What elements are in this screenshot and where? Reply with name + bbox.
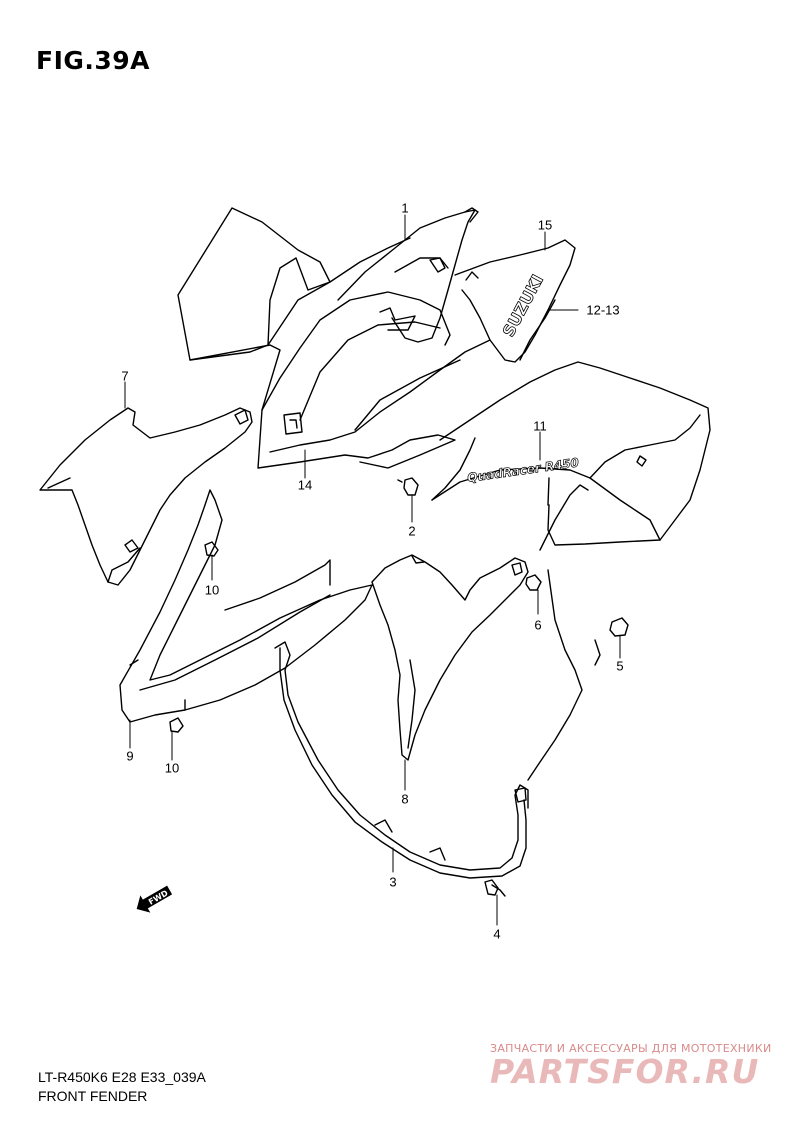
- callout-6: 6: [534, 617, 542, 633]
- part-9-mud-guard: [119, 489, 373, 723]
- callout-14: 14: [297, 477, 313, 493]
- figure-title: FIG.39A: [36, 46, 151, 75]
- part-1-front-cover: [337, 207, 479, 343]
- fwd-arrow-icon: FWD: [136, 885, 173, 913]
- callout-1: 1: [401, 200, 409, 216]
- callout-9: 9: [126, 748, 134, 764]
- callout-4: 4: [493, 926, 501, 942]
- bolt-4: [484, 879, 506, 897]
- callout-10-lower: 10: [164, 760, 180, 776]
- callout-3: 3: [389, 874, 397, 890]
- figure-code: LT-R450K6 E28 E33_039A: [38, 1069, 206, 1085]
- watermark-logo: PARTSFOR.RU: [490, 1052, 760, 1091]
- bolt-5: [609, 617, 629, 637]
- part-8-inner-panel: [371, 554, 529, 761]
- callout-2: 2: [408, 523, 416, 539]
- part-14-front-fender: [177, 207, 491, 469]
- bolt-2: [397, 477, 419, 496]
- leader-lines: [124, 214, 621, 926]
- watermark-tagline: ЗАПЧАСТИ И АКСЕССУАРЫ ДЛЯ МОТОТЕХНИКИ: [490, 1042, 772, 1055]
- figure-name: FRONT FENDER: [38, 1088, 148, 1104]
- part-3-bumper-bar: [274, 641, 529, 879]
- callout-12-13: 12-13: [586, 302, 620, 318]
- bolt-6: [525, 574, 542, 591]
- bolt-10-lower: [169, 717, 184, 733]
- part-7-side-bracket: [39, 407, 253, 586]
- callout-8: 8: [401, 791, 409, 807]
- callout-7: 7: [121, 368, 129, 384]
- suzuki-decal-text: SUZUKI: [499, 271, 547, 339]
- callout-10-upper: 10: [204, 582, 220, 598]
- callout-15: 15: [537, 217, 553, 233]
- part-11-side-fender: [431, 361, 711, 546]
- quadracer-decal-text: QuadRacer R450: [466, 455, 579, 485]
- part-11-support-strut: [527, 484, 601, 781]
- callout-5: 5: [616, 658, 624, 674]
- bolt-10-upper: [204, 541, 219, 557]
- callout-11: 11: [533, 418, 547, 434]
